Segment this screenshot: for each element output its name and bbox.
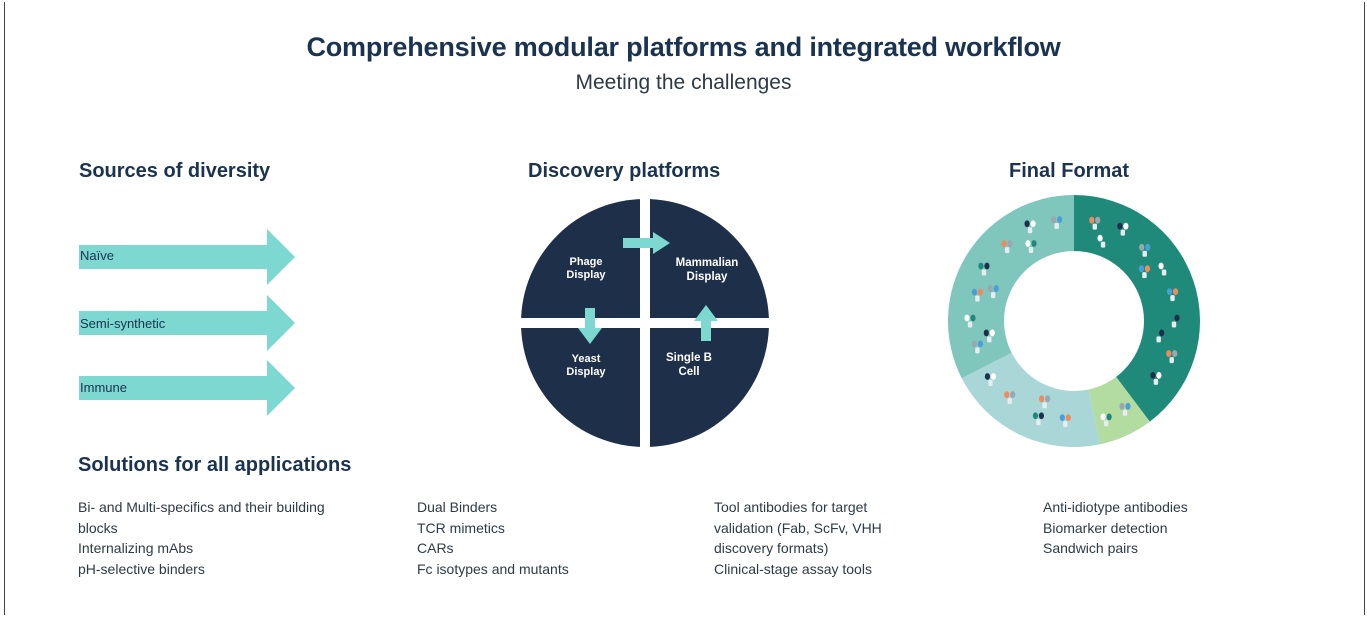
solution-item: Bi- and Multi-specifics and their buildi… [78, 499, 325, 515]
antibody-icon [1024, 220, 1036, 234]
antibody-icon [1051, 216, 1063, 230]
antibody-icon [1119, 402, 1131, 416]
antibody-icon [1138, 265, 1151, 279]
arrow-up-icon [694, 305, 718, 341]
solution-item: Clinical-stage assay tools [714, 560, 872, 577]
donut-segment-light-green [1088, 376, 1150, 445]
antibody-icon [1117, 222, 1129, 236]
arrow-down-icon [578, 308, 602, 344]
antibody-icon [1153, 329, 1165, 343]
antibody-icon [1025, 240, 1037, 254]
arrow-immune [79, 360, 297, 416]
antibody-icon [1166, 350, 1178, 364]
antibody-icon [1150, 371, 1162, 385]
antibody-icon [1139, 243, 1151, 257]
solution-item: Anti-idiotype antibodies [1043, 499, 1188, 515]
page-title: Comprehensive modular platforms and inte… [306, 32, 1061, 62]
antibody-icon [1059, 414, 1071, 428]
arrow-right-icon [623, 232, 670, 254]
discovery-circle [520, 198, 770, 448]
antibody-icon [978, 262, 990, 276]
solution-item: Biomarker detection [1043, 519, 1168, 536]
antibody-icon [1158, 262, 1170, 276]
donut-segment-teal-light [948, 195, 1074, 379]
antibody-icon [983, 329, 995, 343]
antibody-icon [1038, 395, 1051, 409]
solution-item: pH-selective binders [78, 560, 205, 577]
solution-item: Internalizing mAbs [78, 540, 194, 556]
solution-item: validation (Fab, ScFv, VHH [714, 519, 882, 536]
antibody-icon [1032, 412, 1045, 426]
antibody-icon [1168, 314, 1180, 328]
solution-item: Sandwich pairs [1043, 540, 1138, 556]
sources-heading: Sources of diversity [79, 160, 271, 182]
arrow-label-immune: Immune [80, 380, 127, 395]
antibody-icon [971, 340, 984, 354]
solutions-column-1: Bi- and Multi-specifics and their buildi… [78, 497, 325, 579]
antibody-icon [971, 288, 984, 302]
antibody-icon [1004, 391, 1016, 405]
solutions-column-4: Anti-idiotype antibodies Biomarker detec… [1043, 497, 1188, 559]
solution-item: CARs [417, 540, 454, 556]
antibody-icon [1166, 288, 1179, 302]
page-frame [4, 2, 1365, 615]
solution-item: TCR mimetics [417, 519, 505, 536]
solutions-column-2: Dual Binders TCR mimetics CARs Fc isotyp… [417, 497, 569, 579]
arrow-semi-synthetic [79, 295, 297, 351]
solution-item: Dual Binders [417, 499, 498, 515]
discovery-heading: Discovery platforms [528, 160, 721, 182]
antibody-icon [1001, 240, 1013, 254]
arrow-naive [79, 229, 297, 285]
page-subtitle: Meeting the challenges [575, 71, 792, 94]
arrow-label-semi-synthetic: Semi-synthetic [80, 316, 166, 331]
final-format-heading: Final Format [1009, 160, 1130, 182]
solution-item: discovery formats) [714, 540, 829, 556]
solution-item: blocks [78, 519, 118, 536]
solution-item: Tool antibodies for target [714, 499, 868, 515]
antibody-icon [1089, 216, 1101, 230]
antibody-icon [1100, 413, 1112, 427]
arrow-label-naive: Naïve [80, 248, 114, 263]
antibody-icon [964, 314, 976, 328]
antibody-icon [987, 285, 999, 299]
solutions-heading: Solutions for all applications [78, 454, 352, 476]
final-format-donut [948, 195, 1200, 447]
antibody-icon [1097, 234, 1109, 248]
solutions-column-3: Tool antibodies for target validation (F… [714, 497, 882, 579]
solution-item: Fc isotypes and mutants [417, 560, 569, 577]
antibody-icon [984, 373, 997, 387]
donut-segment-teal-dark [1074, 195, 1200, 422]
